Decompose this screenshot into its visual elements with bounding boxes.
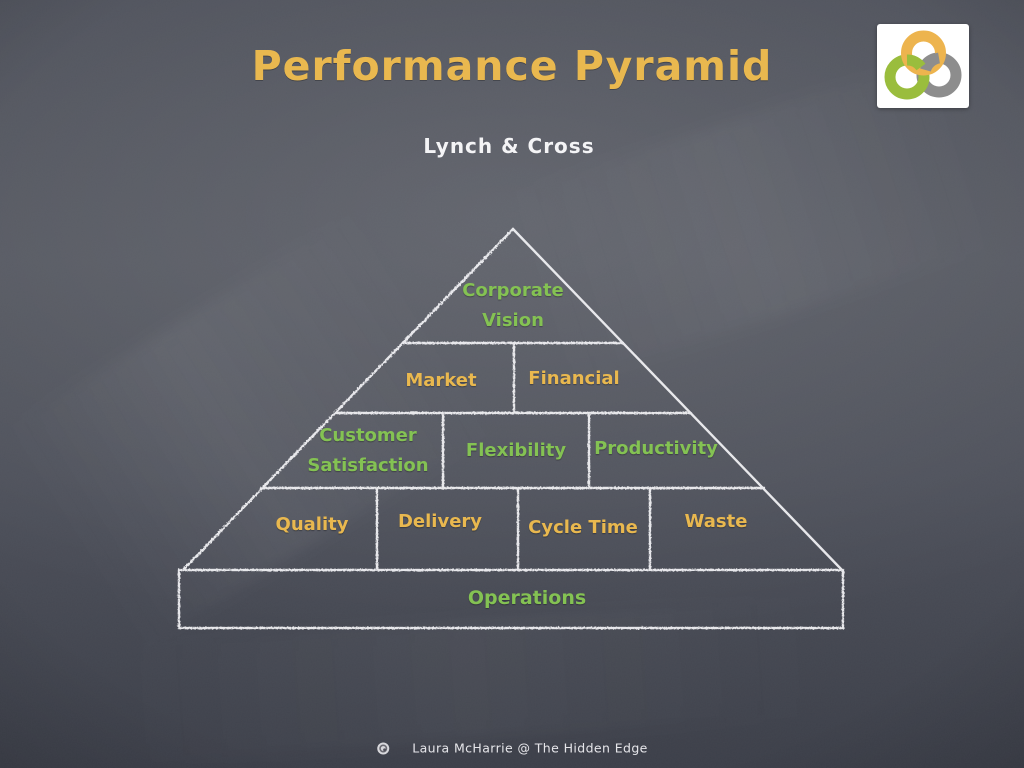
slide-title: Performance Pyramid xyxy=(251,42,773,90)
pyramid-label-operations: Operations xyxy=(467,587,587,609)
hidden-edge-logo xyxy=(877,24,969,108)
pyramid-label-market: Market xyxy=(405,370,477,391)
pyramid-label-productivity: Productivity xyxy=(594,438,718,459)
footer: Laura McHarrie @ The Hidden Edge xyxy=(376,741,648,756)
slide-subtitle: Lynch & Cross xyxy=(423,134,595,158)
pyramid-label-corporate-vision: Corporate Vision xyxy=(462,280,564,331)
mini-knot-icon xyxy=(377,742,390,754)
pyramid-label-quality: Quality xyxy=(275,514,349,535)
pyramid-label-flexibility: Flexibility xyxy=(465,440,567,461)
knot-icon xyxy=(884,30,962,100)
pyramid-label-financial: Financial xyxy=(528,368,620,389)
pyramid-label-cycle-time: Cycle Time xyxy=(528,517,638,538)
footer-credit: Laura McHarrie @ The Hidden Edge xyxy=(412,740,648,756)
pyramid-label-customer-satisfaction: Customer Satisfaction xyxy=(307,425,429,476)
chalk-smudge xyxy=(116,595,824,765)
pyramid-label-delivery: Delivery xyxy=(397,511,483,532)
pyramid-label-waste: Waste xyxy=(684,511,748,532)
